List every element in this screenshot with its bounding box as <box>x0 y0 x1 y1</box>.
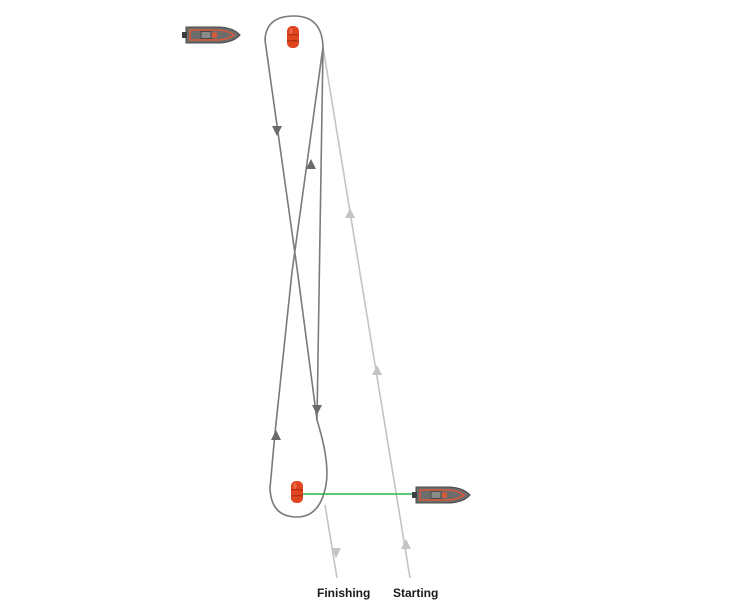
course-arrow <box>306 159 316 169</box>
starting-line <box>322 46 411 579</box>
course-arrow <box>271 430 281 440</box>
buoy-icon <box>291 481 303 503</box>
finishing-line <box>324 504 338 579</box>
course-arrow <box>272 126 282 136</box>
buoy-icon <box>287 26 299 48</box>
finishing-label: Finishing <box>317 586 371 600</box>
starting-arrow <box>345 208 355 218</box>
course-loop <box>264 15 328 518</box>
starting-arrow <box>401 539 411 549</box>
course-path <box>269 46 328 518</box>
course-arrow <box>312 405 322 415</box>
course-path <box>264 15 324 421</box>
committee-boat-icon <box>411 486 471 504</box>
finishing-arrow <box>331 548 341 558</box>
committee-boat-icon <box>181 26 241 44</box>
starting-arrow <box>372 365 382 375</box>
finishing-leg <box>324 504 341 579</box>
starting-leg <box>322 46 411 579</box>
starting-label: Starting <box>393 586 439 600</box>
